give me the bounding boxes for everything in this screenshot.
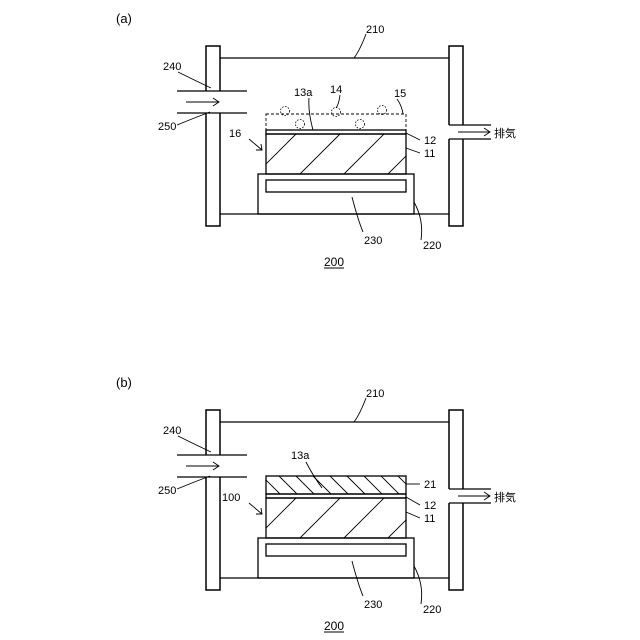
panel-a-particles — [281, 106, 387, 129]
panel-a-exhaust-label: 排気 — [494, 126, 516, 140]
panel-b-label-210: 210 — [366, 388, 384, 400]
panel-a: (a) 排気 — [116, 11, 516, 269]
panel-a-layer-11 — [256, 134, 428, 174]
panel-b-label: (b) — [116, 375, 132, 390]
panel-a-label: (a) — [116, 11, 132, 26]
panel-b-exhaust-label: 排気 — [494, 490, 516, 504]
panel-b-arrow-100 — [249, 503, 262, 514]
panel-a-label-12: 12 — [424, 135, 436, 147]
panel-b-label-250: 250 — [158, 485, 176, 497]
panel-a-left-wall — [206, 46, 220, 226]
panel-a-label-16: 16 — [229, 128, 241, 140]
panel-a-arrow-16 — [249, 139, 262, 150]
panel-b-label-100: 100 — [222, 492, 240, 504]
panel-b-label-240: 240 — [163, 425, 181, 437]
panel-b-layer-11 — [256, 498, 428, 538]
panel-b-figure-number: 200 — [324, 619, 344, 633]
panel-a-label-210: 210 — [366, 24, 384, 36]
panel-a-figure-number: 200 — [324, 255, 344, 269]
panel-a-label-11: 11 — [424, 148, 435, 160]
panel-a-label-15: 15 — [394, 88, 406, 100]
panel-a-label-240: 240 — [163, 61, 181, 73]
panel-a-label-220: 220 — [423, 240, 441, 252]
panel-a-chamber — [177, 46, 491, 226]
panel-b-label-21: 21 — [424, 479, 436, 491]
panel-b-heater — [266, 544, 406, 556]
panel-b-label-13a: 13a — [291, 450, 310, 462]
panel-b-left-wall — [206, 410, 220, 590]
panel-b-label-11: 11 — [424, 513, 435, 525]
panel-a-label-14: 14 — [330, 84, 342, 96]
panel-b-label-230: 230 — [364, 599, 382, 611]
panel-a-gas-flow-arrow — [186, 98, 219, 106]
panel-b-label-12: 12 — [424, 500, 436, 512]
panel-a-label-13a: 13a — [294, 87, 313, 99]
panel-a-label-230: 230 — [364, 235, 382, 247]
panel-b-label-220: 220 — [423, 604, 441, 616]
panel-a-heater — [266, 180, 406, 192]
panel-a-layer-12 — [266, 130, 406, 134]
panel-b-gas-flow-arrow — [186, 462, 219, 470]
panel-b: (b) 排気 — [116, 375, 516, 633]
panel-a-label-250: 250 — [158, 121, 176, 133]
panel-b-layer-21 — [262, 476, 416, 494]
